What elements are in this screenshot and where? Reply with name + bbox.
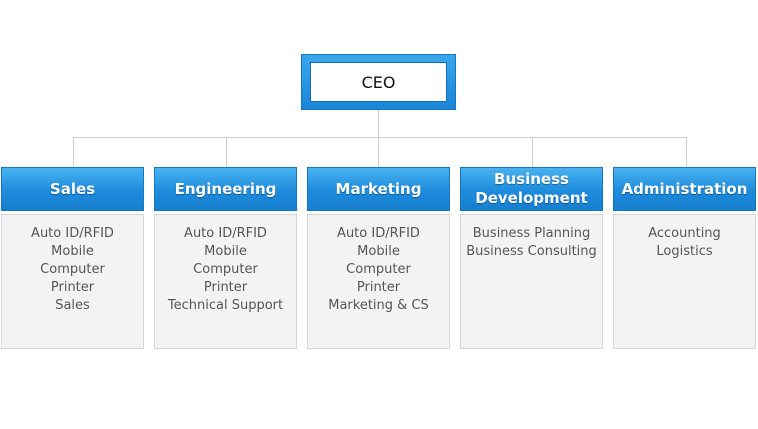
dept-item: Technical Support bbox=[167, 298, 284, 313]
ceo-label: CEO bbox=[310, 62, 447, 102]
dept-engineering-header: Engineering bbox=[154, 167, 297, 211]
dept-engineering-body: Auto ID/RFID Mobile Computer Printer Tec… bbox=[154, 214, 297, 349]
dept-item: Business Planning bbox=[472, 226, 591, 241]
dept-item: Computer bbox=[40, 262, 105, 277]
dept-business-development: Business Development Business Planning B… bbox=[460, 167, 603, 349]
dept-item: Logistics bbox=[656, 244, 713, 259]
dept-administration-header: Administration bbox=[613, 167, 756, 211]
dept-item: Printer bbox=[356, 280, 401, 295]
dept-item: Computer bbox=[193, 262, 258, 277]
dept-administration-body: Accounting Logistics bbox=[613, 214, 756, 349]
dept-item: Auto ID/RFID bbox=[31, 226, 114, 241]
connector-sales bbox=[73, 137, 74, 167]
connector-horizontal bbox=[73, 137, 687, 138]
connector-administration bbox=[686, 137, 687, 167]
dept-sales-header: Sales bbox=[1, 167, 144, 211]
dept-engineering: Engineering Auto ID/RFID Mobile Computer… bbox=[154, 167, 297, 349]
dept-sales-title: Sales bbox=[49, 179, 96, 198]
dept-item: Mobile bbox=[204, 244, 247, 259]
dept-marketing: Marketing Auto ID/RFID Mobile Computer P… bbox=[307, 167, 450, 349]
dept-item: Mobile bbox=[51, 244, 94, 259]
dept-marketing-header: Marketing bbox=[307, 167, 450, 211]
dept-item: Auto ID/RFID bbox=[184, 226, 267, 241]
dept-business-development-body: Business Planning Business Consulting bbox=[460, 214, 603, 349]
dept-item: Business Consulting bbox=[466, 244, 597, 259]
dept-item: Auto ID/RFID bbox=[337, 226, 420, 241]
dept-item: Printer bbox=[50, 280, 95, 295]
dept-marketing-body: Auto ID/RFID Mobile Computer Printer Mar… bbox=[307, 214, 450, 349]
connector-engineering bbox=[226, 137, 227, 167]
dept-item: Accounting bbox=[648, 226, 721, 241]
dept-business-development-header: Business Development bbox=[460, 167, 603, 211]
dept-sales-body: Auto ID/RFID Mobile Computer Printer Sal… bbox=[1, 214, 144, 349]
dept-item: Printer bbox=[203, 280, 248, 295]
dept-item: Mobile bbox=[357, 244, 400, 259]
dept-sales: Sales Auto ID/RFID Mobile Computer Print… bbox=[1, 167, 144, 349]
dept-engineering-title: Engineering bbox=[174, 179, 277, 198]
dept-item: Marketing & CS bbox=[328, 298, 429, 313]
dept-item: Computer bbox=[346, 262, 411, 277]
connector-business-development bbox=[532, 137, 533, 167]
dept-marketing-title: Marketing bbox=[335, 179, 422, 198]
ceo-box: CEO bbox=[301, 54, 456, 110]
dept-administration: Administration Accounting Logistics bbox=[613, 167, 756, 349]
dept-business-development-title: Business Development bbox=[475, 170, 588, 207]
dept-administration-title: Administration bbox=[621, 179, 748, 198]
connector-ceo-vertical bbox=[378, 110, 379, 138]
dept-item: Sales bbox=[55, 298, 90, 313]
connector-marketing bbox=[378, 137, 379, 167]
